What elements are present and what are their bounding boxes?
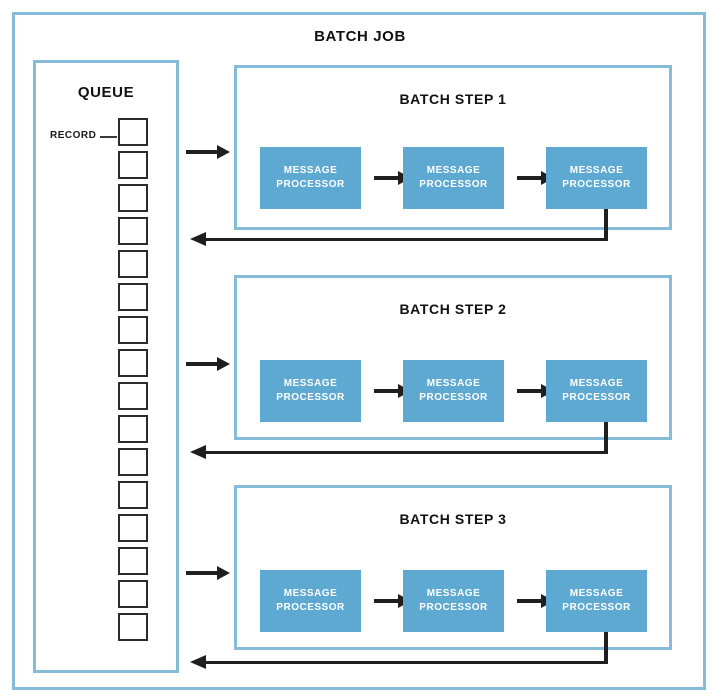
queue-record-box bbox=[118, 481, 148, 509]
arrow-shaft bbox=[374, 176, 400, 180]
arrow-shaft bbox=[186, 571, 218, 575]
batch-job-title: BATCH JOB bbox=[314, 28, 406, 45]
batch-step-2-message-processor-3: MESSAGE PROCESSOR bbox=[546, 360, 647, 422]
arrow-shaft bbox=[374, 389, 400, 393]
return-arrow-head-step3-icon bbox=[190, 655, 206, 669]
queue-record-box bbox=[118, 184, 148, 212]
queue-record-box bbox=[118, 151, 148, 179]
queue-frame bbox=[33, 60, 179, 673]
batch-step-1-frame bbox=[234, 65, 672, 230]
processor-line-1: MESSAGE bbox=[426, 588, 481, 599]
batch-step-1-message-processor-2: MESSAGE PROCESSOR bbox=[403, 147, 504, 209]
batch-step-1-message-processor-1: MESSAGE PROCESSOR bbox=[260, 147, 361, 209]
processor-line-2: PROCESSOR bbox=[276, 179, 345, 190]
arrow-queue-to-batch-step-1 bbox=[186, 145, 230, 159]
batch-step-3-title: BATCH STEP 3 bbox=[399, 511, 507, 527]
processor-line-1: MESSAGE bbox=[569, 588, 624, 599]
processor-line-2: PROCESSOR bbox=[419, 392, 488, 403]
queue-record-box bbox=[118, 415, 148, 443]
queue-record-box bbox=[118, 316, 148, 344]
queue-record-stack bbox=[118, 118, 150, 646]
processor-line-1: MESSAGE bbox=[283, 588, 338, 599]
queue-record-box bbox=[118, 250, 148, 278]
processor-line-2: PROCESSOR bbox=[562, 179, 631, 190]
processor-line-2: PROCESSOR bbox=[419, 602, 488, 613]
batch-step-2-message-processor-2: MESSAGE PROCESSOR bbox=[403, 360, 504, 422]
return-path-step2-horizontal bbox=[206, 451, 606, 454]
queue-record-box bbox=[118, 448, 148, 476]
record-label: RECORD bbox=[50, 130, 97, 141]
arrow-head-right-icon bbox=[217, 566, 230, 580]
queue-record-box bbox=[118, 514, 148, 542]
arrow-shaft bbox=[374, 599, 400, 603]
batch-step-3-message-processor-3: MESSAGE PROCESSOR bbox=[546, 570, 647, 632]
queue-record-box bbox=[118, 580, 148, 608]
record-leader-line bbox=[100, 136, 117, 138]
processor-line-1: MESSAGE bbox=[426, 165, 481, 176]
processor-line-1: MESSAGE bbox=[569, 378, 624, 389]
return-arrow-head-step2-icon bbox=[190, 445, 206, 459]
processor-line-2: PROCESSOR bbox=[562, 392, 631, 403]
return-path-step1-horizontal bbox=[206, 238, 606, 241]
batch-step-1-title: BATCH STEP 1 bbox=[399, 91, 507, 107]
arrow-head-right-icon bbox=[217, 357, 230, 371]
arrow-shaft bbox=[186, 150, 218, 154]
queue-record-box bbox=[118, 547, 148, 575]
return-path-step3-horizontal bbox=[206, 661, 606, 664]
processor-line-1: MESSAGE bbox=[283, 378, 338, 389]
processor-line-1: MESSAGE bbox=[426, 378, 481, 389]
arrow-shaft bbox=[517, 389, 543, 393]
arrow-shaft bbox=[186, 362, 218, 366]
processor-line-2: PROCESSOR bbox=[276, 392, 345, 403]
return-path-step1-vertical bbox=[604, 209, 608, 241]
batch-step-1-message-processor-3: MESSAGE PROCESSOR bbox=[546, 147, 647, 209]
arrow-queue-to-batch-step-2 bbox=[186, 357, 230, 371]
queue-record-box bbox=[118, 283, 148, 311]
batch-step-3-message-processor-2: MESSAGE PROCESSOR bbox=[403, 570, 504, 632]
batch-step-3-frame bbox=[234, 485, 672, 650]
batch-job-frame bbox=[12, 12, 706, 690]
arrow-queue-to-batch-step-3 bbox=[186, 566, 230, 580]
queue-record-box bbox=[118, 349, 148, 377]
batch-step-2-message-processor-1: MESSAGE PROCESSOR bbox=[260, 360, 361, 422]
return-path-step2-vertical bbox=[604, 422, 608, 454]
processor-line-2: PROCESSOR bbox=[419, 179, 488, 190]
arrow-head-right-icon bbox=[217, 145, 230, 159]
processor-line-2: PROCESSOR bbox=[276, 602, 345, 613]
batch-step-3-message-processor-1: MESSAGE PROCESSOR bbox=[260, 570, 361, 632]
queue-title: QUEUE bbox=[77, 84, 135, 101]
processor-line-1: MESSAGE bbox=[283, 165, 338, 176]
queue-record-box bbox=[118, 118, 148, 146]
return-path-step3-vertical bbox=[604, 632, 608, 664]
return-arrow-head-step1-icon bbox=[190, 232, 206, 246]
arrow-shaft bbox=[517, 599, 543, 603]
queue-record-box bbox=[118, 382, 148, 410]
processor-line-1: MESSAGE bbox=[569, 165, 624, 176]
arrow-shaft bbox=[517, 176, 543, 180]
queue-record-box bbox=[118, 613, 148, 641]
batch-step-2-title: BATCH STEP 2 bbox=[399, 301, 507, 317]
queue-record-box bbox=[118, 217, 148, 245]
batch-step-2-frame bbox=[234, 275, 672, 440]
processor-line-2: PROCESSOR bbox=[562, 602, 631, 613]
